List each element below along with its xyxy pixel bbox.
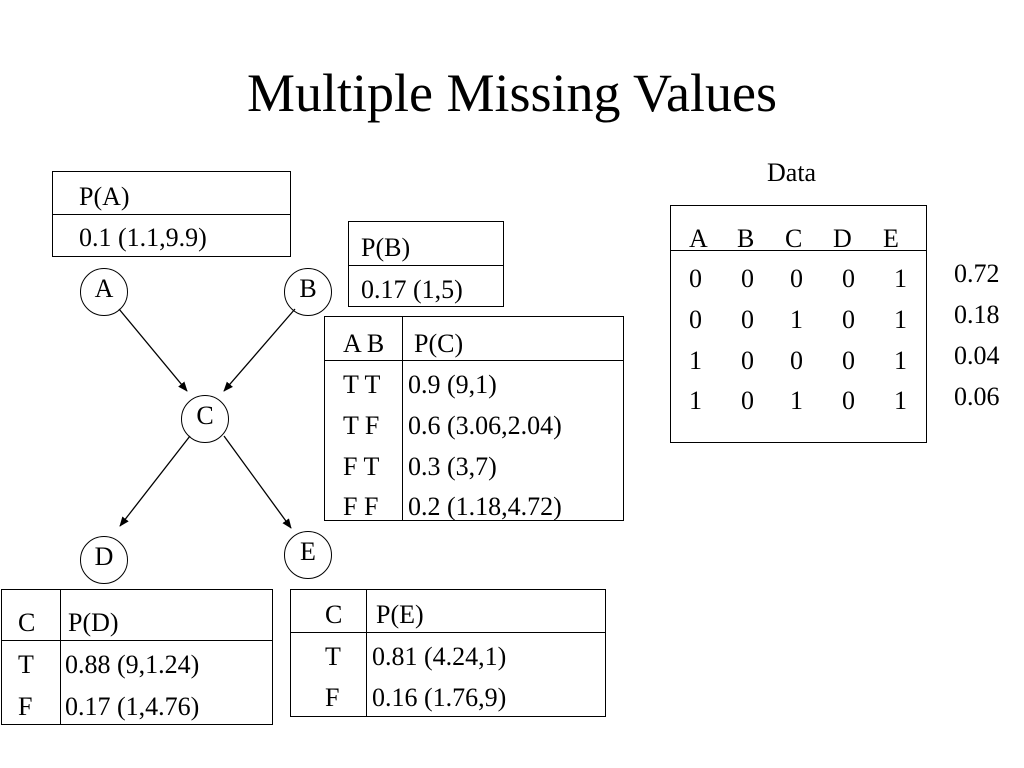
- pb-header: P(B): [361, 233, 411, 262]
- pc-col-ab: A B: [343, 329, 385, 358]
- node-c-label: C: [196, 401, 214, 430]
- pa-table: P(A) 0.1 (1.1,9.9): [52, 171, 291, 257]
- pb-value: 0.17 (1,5): [361, 275, 463, 304]
- pc-row-ab: T T: [343, 370, 381, 399]
- row-weight: 0.06: [954, 382, 1000, 411]
- pd-row-c: F: [18, 692, 33, 721]
- pa-value: 0.1 (1.1,9.9): [79, 223, 207, 252]
- row-weight: 0.04: [954, 341, 1000, 370]
- pc-row-p: 0.3 (3,7): [408, 452, 497, 481]
- data-label: Data: [767, 158, 817, 187]
- pc-row-ab: F T: [343, 452, 380, 481]
- pc-table: A B P(C) T T 0.9 (9,1) T F 0.6 (3.06,2.0…: [324, 316, 624, 521]
- data-header-cell: A: [689, 224, 708, 253]
- pd-row-p: 0.88 (9,1.24): [65, 650, 200, 679]
- pc-row-p: 0.6 (3.06,2.04): [408, 411, 562, 440]
- pc-row-p: 0.2 (1.18,4.72): [408, 492, 562, 521]
- data-cell: 0: [741, 264, 754, 293]
- data-header-cell: E: [883, 224, 899, 253]
- node-d-label: D: [94, 542, 114, 571]
- data-header-cell: B: [737, 224, 755, 253]
- pd-table: C P(D) T 0.88 (9,1.24) F 0.17 (1,4.76): [1, 589, 273, 725]
- row-weight: 0.72: [954, 259, 1000, 288]
- pe-row-p: 0.16 (1.76,9): [372, 683, 507, 712]
- data-cell: 1: [894, 386, 907, 415]
- pc-row-ab: F F: [343, 492, 379, 521]
- data-cell: 1: [894, 264, 907, 293]
- edge-a-c: [118, 308, 188, 392]
- pe-row-p: 0.81 (4.24,1): [372, 642, 507, 671]
- data-header-cell: C: [785, 224, 803, 253]
- pd-col-p: P(D): [68, 608, 119, 637]
- node-e: E: [284, 531, 332, 579]
- pb-table: P(B) 0.17 (1,5): [348, 221, 504, 307]
- pc-col-p: P(C): [414, 329, 464, 358]
- pe-col-p: P(E): [376, 600, 424, 629]
- data-table: A B C D E 0 0 0 0 1 0 0 1 0 1 1 0 0 0 1 …: [670, 205, 927, 443]
- edge-c-e: [223, 435, 292, 529]
- pe-row-c: T: [325, 642, 341, 671]
- pc-row-p: 0.9 (9,1): [408, 370, 497, 399]
- node-e-label: E: [300, 537, 316, 566]
- data-cell: 0: [741, 305, 754, 334]
- data-cell: 1: [894, 305, 907, 334]
- data-cell: 0: [842, 346, 855, 375]
- data-cell: 1: [689, 386, 702, 415]
- data-cell: 0: [741, 346, 754, 375]
- data-cell: 1: [790, 386, 803, 415]
- pe-table: C P(E) T 0.81 (4.24,1) F 0.16 (1.76,9): [290, 589, 606, 717]
- data-cell: 1: [790, 305, 803, 334]
- node-b: B: [284, 268, 332, 316]
- slide-title: Multiple Missing Values: [246, 63, 778, 123]
- pd-row-p: 0.17 (1,4.76): [65, 692, 200, 721]
- node-a: A: [80, 268, 128, 316]
- data-cell: 1: [894, 346, 907, 375]
- data-cell: 0: [790, 346, 803, 375]
- data-cell: 0: [689, 264, 702, 293]
- edge-b-c: [223, 308, 296, 392]
- data-cell: 0: [842, 305, 855, 334]
- data-cell: 0: [790, 264, 803, 293]
- node-b-label: B: [299, 274, 317, 303]
- pe-col-c: C: [325, 600, 343, 629]
- data-cell: 0: [842, 264, 855, 293]
- node-d: D: [80, 536, 128, 584]
- pd-col-c: C: [18, 608, 36, 637]
- data-header-cell: D: [833, 224, 852, 253]
- data-cell: 1: [689, 346, 702, 375]
- data-cell: 0: [689, 305, 702, 334]
- data-cell: 0: [842, 386, 855, 415]
- pc-row-ab: T F: [343, 411, 380, 440]
- pe-row-c: F: [325, 683, 340, 712]
- edge-c-d: [119, 435, 191, 527]
- data-cell: 0: [741, 386, 754, 415]
- row-weight: 0.18: [954, 300, 1000, 329]
- pd-row-c: T: [18, 650, 34, 679]
- pa-header: P(A): [79, 182, 130, 211]
- node-c: C: [181, 395, 229, 443]
- node-a-label: A: [94, 274, 114, 303]
